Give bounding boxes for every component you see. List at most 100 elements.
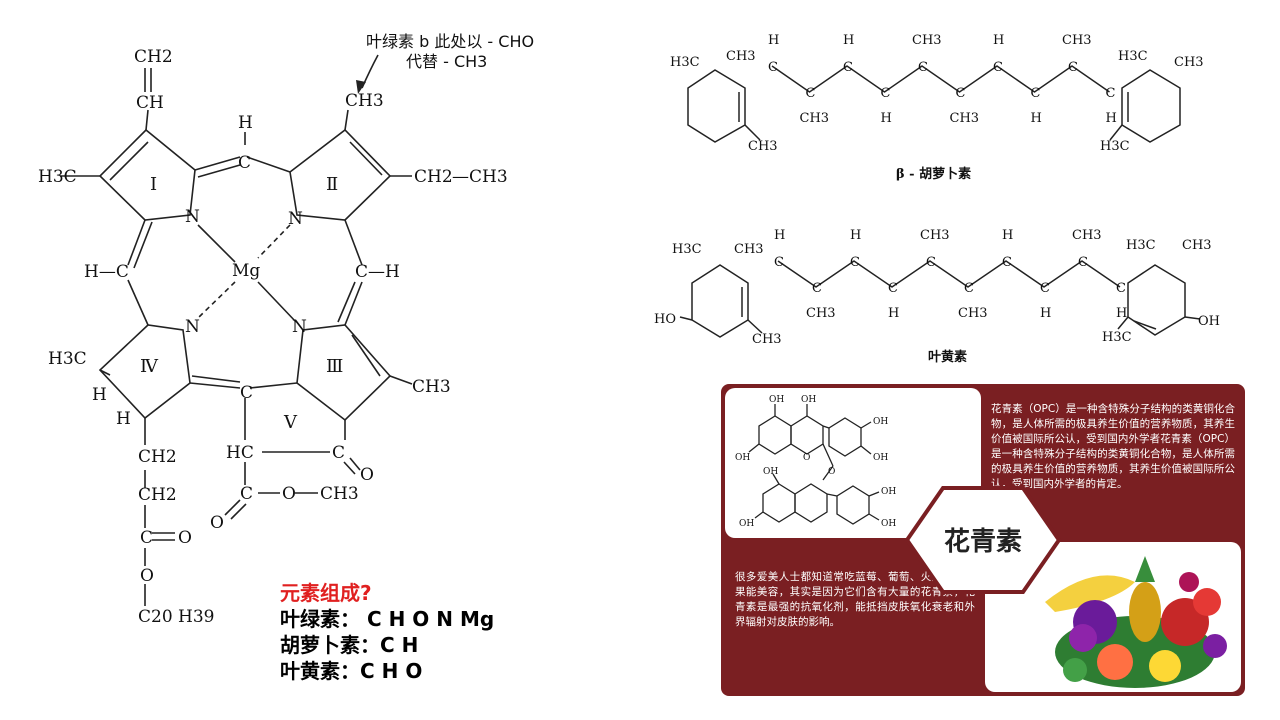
label-ch2-right: CH2	[414, 167, 453, 187]
lutein-ch3-left: CH3	[734, 242, 764, 257]
lutein-ho: HO	[654, 312, 676, 327]
beta-h-9: H	[1106, 111, 1117, 126]
chlorophyll-b-note: 叶绿素 b 此处以 - CHO 代替 - CH3	[366, 32, 534, 72]
label-c-o: C	[332, 443, 345, 463]
beta-h-6: H	[993, 33, 1004, 48]
lutein-c-0: C	[774, 255, 784, 270]
label-h3c-iv: H3C	[48, 349, 87, 369]
anthocyanin-description: 花青素（OPC）是一种含特殊分子结构的类黄铜化合物，是人体所需的极具养生价值的营…	[991, 403, 1235, 490]
label-h-iv2: H	[116, 409, 131, 429]
lutein-h3c-left: H3C	[672, 242, 702, 257]
lutein-h-3: H	[888, 306, 899, 321]
beta-ch3-4: CH3	[912, 33, 942, 48]
lutein-c-1: C	[812, 281, 822, 296]
antho-oh-6: OH	[763, 467, 778, 477]
antho-oh-4: OH	[873, 417, 888, 427]
beta-c-7: C	[1031, 86, 1041, 101]
element-row-carotene: 胡萝卜素：C H	[280, 633, 419, 657]
lutein-h-7: H	[1040, 306, 1051, 321]
beta-carotene-caption: β - 胡萝卜素	[896, 167, 972, 182]
chlorophyll-structure: CH2 CH H3C H C CH3 CH2 —CH3 N N Mg N N H…	[38, 47, 508, 627]
beta-c-1: C	[806, 86, 816, 101]
anthocyanin-card: OH OH OH OH OH O O OH OH OH OH 花青素（OPC）是…	[721, 384, 1245, 696]
label-ch-top: CH	[136, 93, 164, 113]
antho-oh-5: OH	[873, 453, 888, 463]
beta-c-2: C	[843, 60, 853, 75]
lutein-h-6: H	[1002, 228, 1013, 243]
lutein-ch3-8: CH3	[1072, 228, 1102, 243]
label-ch-right: C—H	[355, 262, 400, 282]
ring-label-1: Ⅰ	[150, 174, 157, 195]
beta-c-0: C	[768, 60, 778, 75]
label-o-ester: O	[178, 528, 192, 548]
antho-o-1: O	[803, 453, 810, 463]
beta-h3c-right: H3C	[1118, 49, 1148, 64]
beta-h-0: H	[768, 33, 779, 48]
label-ch2-top: CH2	[134, 47, 173, 67]
beta-c-8: C	[1068, 60, 1078, 75]
lutein-ch3-5: CH3	[958, 306, 988, 321]
beta-h3c-ring-right: H3C	[1100, 139, 1130, 154]
beta-h-7: H	[1031, 111, 1042, 126]
lutein-c-3: C	[888, 281, 898, 296]
beta-c-9: C	[1106, 86, 1116, 101]
anthocyanin-beauty-note: 很多爱美人士都知道常吃蓝莓、葡萄、火龙果等水果能美容，其实是因为它们含有大量的花…	[735, 571, 975, 628]
label-h-iv: H	[92, 385, 107, 405]
beta-ch3-1: CH3	[800, 111, 830, 126]
beta-h-3: H	[881, 111, 892, 126]
beta-c-6: C	[993, 60, 1003, 75]
beta-h3c-left: H3C	[670, 55, 700, 70]
element-question: 元素组成?	[280, 581, 372, 605]
label-o-ket: O	[360, 465, 374, 485]
lutein-ch3-1: CH3	[806, 306, 836, 321]
label-n1: N	[185, 207, 200, 227]
lutein-h3c-ring: H3C	[1102, 330, 1132, 345]
label-ch3-top: CH3	[345, 91, 384, 111]
lutein-ch3-ring: CH3	[752, 332, 782, 347]
beta-ch3-8: CH3	[1062, 33, 1092, 48]
element-row-lutein: 叶黄素：C H O	[280, 659, 423, 683]
ring-label-3: Ⅲ	[326, 356, 343, 377]
label-ch3-iii: CH3	[412, 377, 451, 397]
beta-c-4: C	[918, 60, 928, 75]
lutein-c-2: C	[850, 255, 860, 270]
label-c-bottom: C	[240, 383, 253, 403]
label-o-single: O	[140, 566, 154, 586]
antho-oh-7: OH	[739, 519, 754, 529]
label-ch3-me: CH3	[320, 484, 359, 504]
anthocyanin-title: 花青素	[944, 527, 1022, 557]
antho-oh-3: OH	[735, 453, 750, 463]
note-line-2: 代替 - CH3	[406, 52, 488, 71]
label-ch3-right: —CH3	[452, 167, 508, 187]
lutein-h-9: H	[1116, 306, 1127, 321]
label-hc-v: HC	[226, 443, 254, 463]
label-n3: N	[185, 317, 200, 337]
label-h3c-left: H3C	[38, 167, 77, 187]
antho-oh-8: OH	[881, 487, 896, 497]
label-c-me: C	[240, 484, 253, 504]
label-ch2-a: CH2	[138, 447, 177, 467]
element-row-chlorophyll: 叶绿素： C H O N Mg	[280, 607, 495, 631]
lutein-c-9: C	[1116, 281, 1126, 296]
label-h-top: H	[238, 113, 253, 133]
lutein-c-7: C	[1040, 281, 1050, 296]
beta-ch3-left: CH3	[726, 49, 756, 64]
beta-h-2: H	[843, 33, 854, 48]
lutein-h3c-right: H3C	[1126, 238, 1156, 253]
anthocyanin-structure-tile: OH OH OH OH OH O O OH OH OH OH	[725, 388, 981, 538]
lutein-ch3-4: CH3	[920, 228, 950, 243]
note-line-1: 叶绿素 b 此处以 - CHO	[366, 32, 535, 51]
antho-o-2: O	[828, 467, 835, 477]
label-mg: Mg	[232, 261, 260, 281]
lutein-c-5: C	[964, 281, 974, 296]
element-composition: 元素组成? 叶绿素： C H O N Mg 胡萝卜素：C H 叶黄素：C H O	[280, 580, 494, 684]
antho-oh-9: OH	[881, 519, 896, 529]
beta-c-5: C	[956, 86, 966, 101]
lutein-h-0: H	[774, 228, 785, 243]
lutein-caption: 叶黄素	[928, 350, 968, 365]
lutein-c-6: C	[1002, 255, 1012, 270]
ring-label-5: Ⅴ	[283, 412, 298, 433]
lutein-c-4: C	[926, 255, 936, 270]
